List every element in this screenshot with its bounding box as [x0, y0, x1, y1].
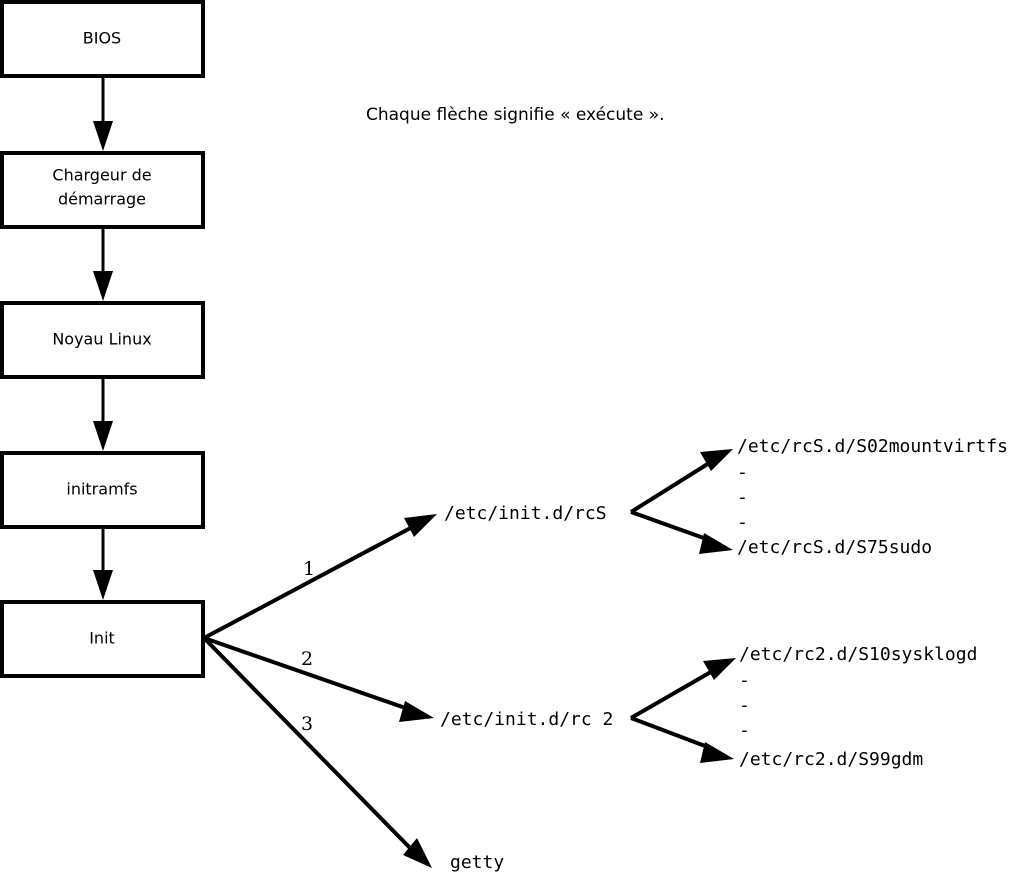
branch-number-1: 1 [303, 558, 315, 580]
stage-box-init: Init [0, 600, 205, 678]
branch-number-2: 2 [301, 648, 313, 670]
branch-target-getty-label: getty [450, 852, 504, 873]
stage-box-initramfs: initramfs [0, 451, 205, 529]
arrow-init-branch-2 [203, 636, 434, 722]
arrow-rcs-to-first-script [629, 449, 733, 514]
arrow-bootloader-to-kernel [93, 227, 113, 301]
arrow-init-branch-1 [203, 514, 437, 640]
stage-box-init-label: Init [89, 629, 115, 648]
stage-box-bios-label: BIOS [83, 29, 121, 48]
rcs-ellipsis-dash-2: - [737, 487, 748, 508]
branch-target-rcs-label: /etc/init.d/rcS [444, 503, 607, 524]
arrow-initramfs-to-init [93, 527, 113, 600]
rc2-script-first: /etc/rc2.d/S10sysklogd [739, 644, 977, 665]
diagram-caption: Chaque flèche signifie « exécute ». [366, 105, 665, 125]
arrow-init-branch-3 [202, 636, 432, 868]
arrow-rc2-to-first-script [630, 658, 736, 720]
rcs-script-last: /etc/rcS.d/S75sudo [737, 537, 932, 558]
branch-number-3: 3 [301, 713, 313, 735]
stage-box-kernel-label: Noyau Linux [52, 330, 151, 349]
rc2-ellipsis-dash-1: - [739, 670, 750, 691]
stage-box-bios: BIOS [0, 0, 205, 78]
stage-box-bootloader: Chargeur de démarrage [0, 151, 205, 229]
rc2-script-last: /etc/rc2.d/S99gdm [739, 749, 923, 770]
rcs-ellipsis-dash-1: - [737, 462, 748, 483]
rcs-ellipsis-dash-3: - [737, 512, 748, 533]
arrow-bios-to-bootloader [93, 76, 113, 151]
rc2-ellipsis-dash-2: - [739, 695, 750, 716]
stage-box-kernel: Noyau Linux [0, 301, 205, 379]
stage-box-bootloader-label-line1: Chargeur de [52, 166, 151, 185]
arrow-rcs-to-last-script [630, 510, 733, 554]
stage-box-initramfs-label: initramfs [66, 480, 137, 499]
rc2-ellipsis-dash-3: - [739, 720, 750, 741]
rcs-script-first: /etc/rcS.d/S02mountvirtfs [737, 436, 1008, 457]
stage-box-bootloader-label-line2: démarrage [58, 190, 146, 209]
arrow-kernel-to-initramfs [93, 377, 113, 451]
arrow-rc2-to-last-script [630, 716, 734, 763]
branch-target-rc2-label: /etc/init.d/rc 2 [440, 709, 613, 730]
